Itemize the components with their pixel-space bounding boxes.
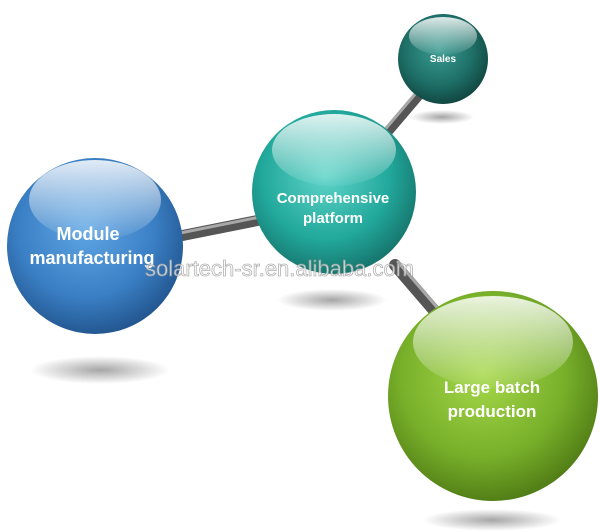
batch-label-line1: Large batch [444,378,540,397]
module-gloss [29,160,161,240]
connector-module-platform-highlight [168,213,272,237]
batch-shadow [422,509,562,531]
batch-gloss [413,296,573,388]
watermark-text: solartech-sr.en.alibaba.com [145,256,414,281]
connector-platform-batch-highlight [396,260,443,314]
node-large-batch-production: Large batch production [388,291,598,501]
module-label-line1: Module [57,224,120,244]
platform-gloss [272,114,396,186]
module-label-line2: manufacturing [29,248,154,268]
platform-shadow [277,289,387,311]
sales-shadow [410,110,474,124]
sales-label: Sales [430,54,457,65]
platform-label-line2: platform [303,210,363,227]
connector-module-platform [164,212,276,244]
platform-label-line1: Comprehensive [277,190,390,207]
sales-gloss [409,17,477,55]
module-shadow [30,356,170,384]
batch-label-line2: production [448,402,537,421]
connector-platform-batch [389,259,444,321]
node-module-manufacturing: Module manufacturing [7,158,183,334]
node-sales: Sales [398,14,488,104]
node-comprehensive-platform: Comprehensive platform [252,110,416,274]
